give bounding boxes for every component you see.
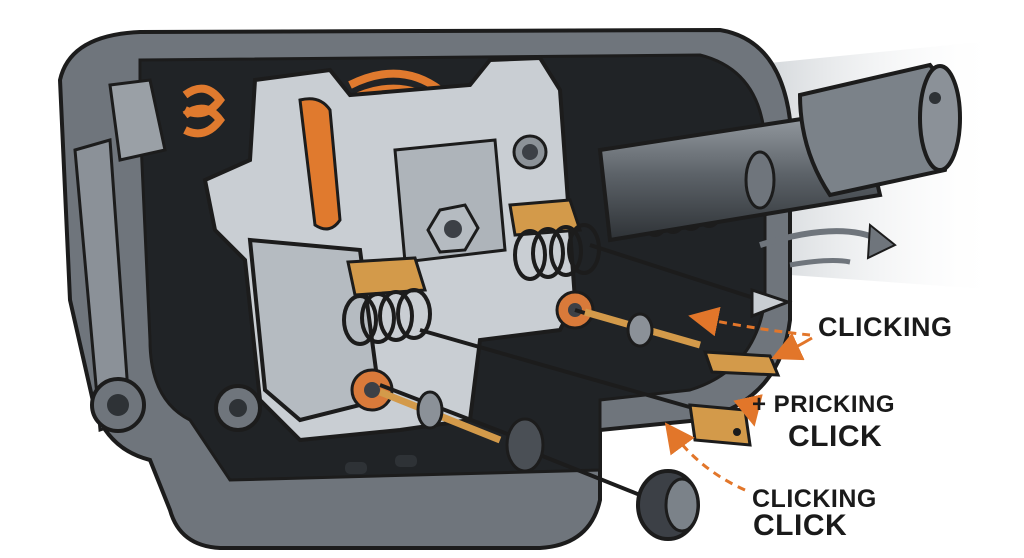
washer	[626, 312, 654, 348]
shaft-end-cap	[918, 64, 962, 172]
label-click-bottom: CLICK	[753, 509, 848, 542]
rotation-arrow	[789, 258, 851, 268]
callout-arrow-pricking	[733, 394, 763, 427]
plate-slot	[298, 97, 342, 231]
mount-bolt-hole	[229, 399, 247, 417]
housing-rib	[108, 78, 167, 162]
terminal-block-mid	[688, 403, 752, 447]
terminal-block-hole	[733, 428, 741, 436]
callout-arrow-clicking	[688, 306, 811, 337]
hex-nut-hole	[444, 220, 462, 238]
label-click-mid: CLICK	[788, 420, 883, 453]
lower-bracket	[247, 237, 383, 423]
rod-arrowhead	[750, 287, 793, 319]
coil-spring-left	[342, 288, 432, 346]
washer	[416, 390, 444, 430]
rod-cap	[505, 417, 545, 473]
vent-slot	[395, 455, 417, 467]
mount-bolt-hole	[107, 394, 129, 416]
label-clicking-bottom: CLICKING	[752, 485, 877, 513]
label-clicking-top: CLICKING	[818, 312, 953, 342]
vent-slot	[345, 462, 367, 474]
rotation-arrow-head	[866, 223, 897, 260]
spring-seat	[346, 256, 427, 297]
coil-spring-right	[513, 223, 601, 281]
callout-arrow-clicking-2	[771, 332, 813, 361]
knurled-knob-face	[664, 477, 700, 533]
terminal-block-top	[702, 350, 781, 377]
shaft-collar	[744, 150, 776, 210]
bushing-left-hole	[364, 382, 380, 398]
plate-hole-inner	[522, 144, 538, 160]
shaft-end-hole	[929, 92, 941, 104]
callout-arrow-click-lower	[664, 422, 746, 492]
label-pricking: + PRICKING	[752, 391, 896, 418]
